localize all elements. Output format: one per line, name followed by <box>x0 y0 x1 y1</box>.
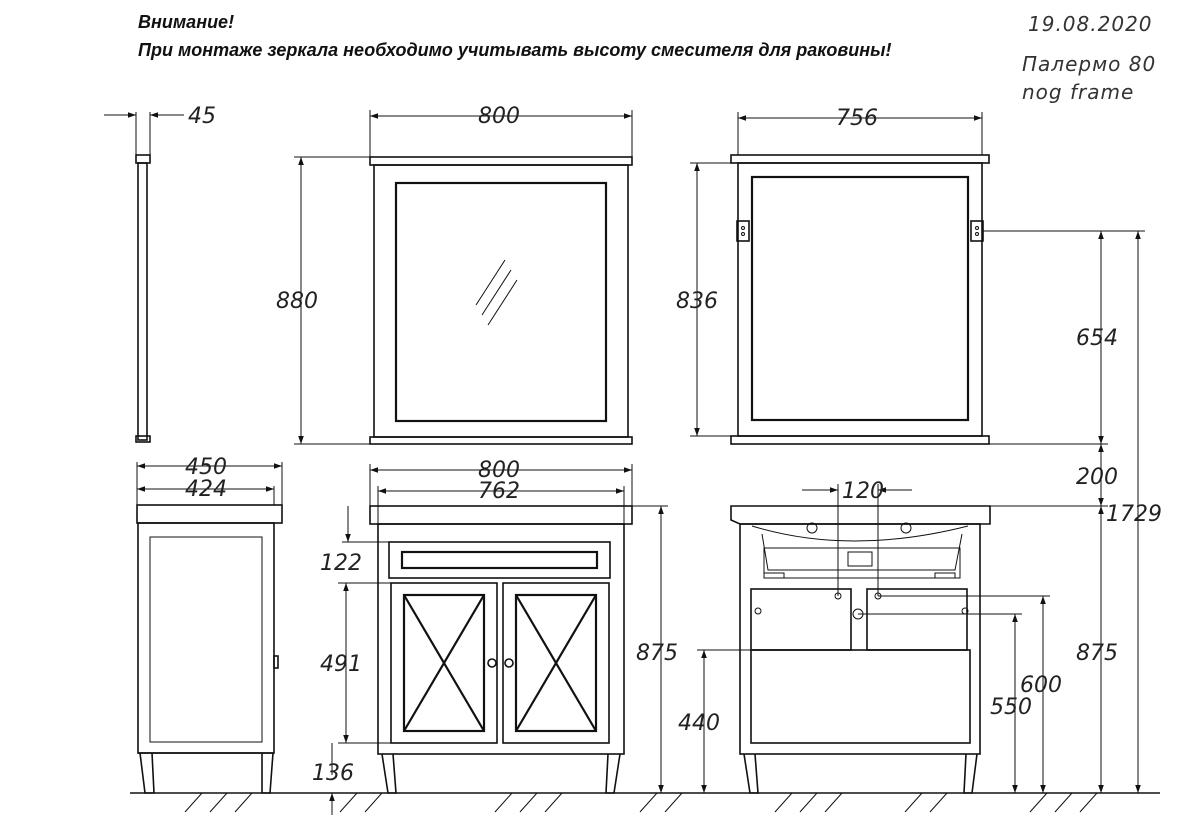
mirror-front-view <box>294 110 633 445</box>
dim-leg-height: 136 <box>312 761 354 786</box>
dim-door-height: 491 <box>320 652 362 677</box>
dim-outlet-height: 550 <box>990 695 1032 720</box>
model-variant: nog frame <box>1022 80 1135 104</box>
dim-vanity-height-back: 875 <box>1076 641 1118 666</box>
door-knob-right <box>504 658 514 668</box>
drawing-date: 19.08.2020 <box>1028 12 1153 36</box>
mount-bracket-left <box>736 220 750 242</box>
notice-title: Внимание! <box>138 12 235 32</box>
dim-total-height: 1729 <box>1106 502 1162 527</box>
dim-vanity-height: 875 <box>636 641 678 666</box>
vanity-back-view <box>697 444 1108 794</box>
dim-pipe-spacing: 120 <box>842 479 884 504</box>
dim-drawer-height: 122 <box>320 551 362 576</box>
dim-drain-height: 440 <box>678 711 720 736</box>
door-knob-left <box>487 658 497 668</box>
dim-mirror-depth: 45 <box>188 104 216 129</box>
mirror-side-view <box>104 112 184 443</box>
dim-mirror-back-width: 756 <box>836 106 878 131</box>
floor-line <box>130 792 1160 813</box>
dim-basin-width: 800 <box>478 458 520 483</box>
model-name: Палермо 80 <box>1022 52 1157 76</box>
dim-mount-height: 654 <box>1076 326 1118 351</box>
dim-basin-depth: 450 <box>185 455 227 480</box>
dim-cabinet-depth: 424 <box>185 477 227 502</box>
vanity-front-view <box>329 464 668 815</box>
dim-mirror-back-height: 836 <box>676 289 718 314</box>
mirror-back-view <box>690 112 1145 793</box>
notice-text: При монтаже зеркала необходимо учитывать… <box>138 40 892 60</box>
dim-gap-above-basin: 200 <box>1076 465 1118 490</box>
dim-mirror-height: 880 <box>276 289 318 314</box>
vanity-side-view <box>136 462 283 794</box>
dim-cabinet-width: 762 <box>478 479 520 504</box>
dim-mirror-width: 800 <box>478 104 520 129</box>
dim-water-height: 600 <box>1020 673 1062 698</box>
